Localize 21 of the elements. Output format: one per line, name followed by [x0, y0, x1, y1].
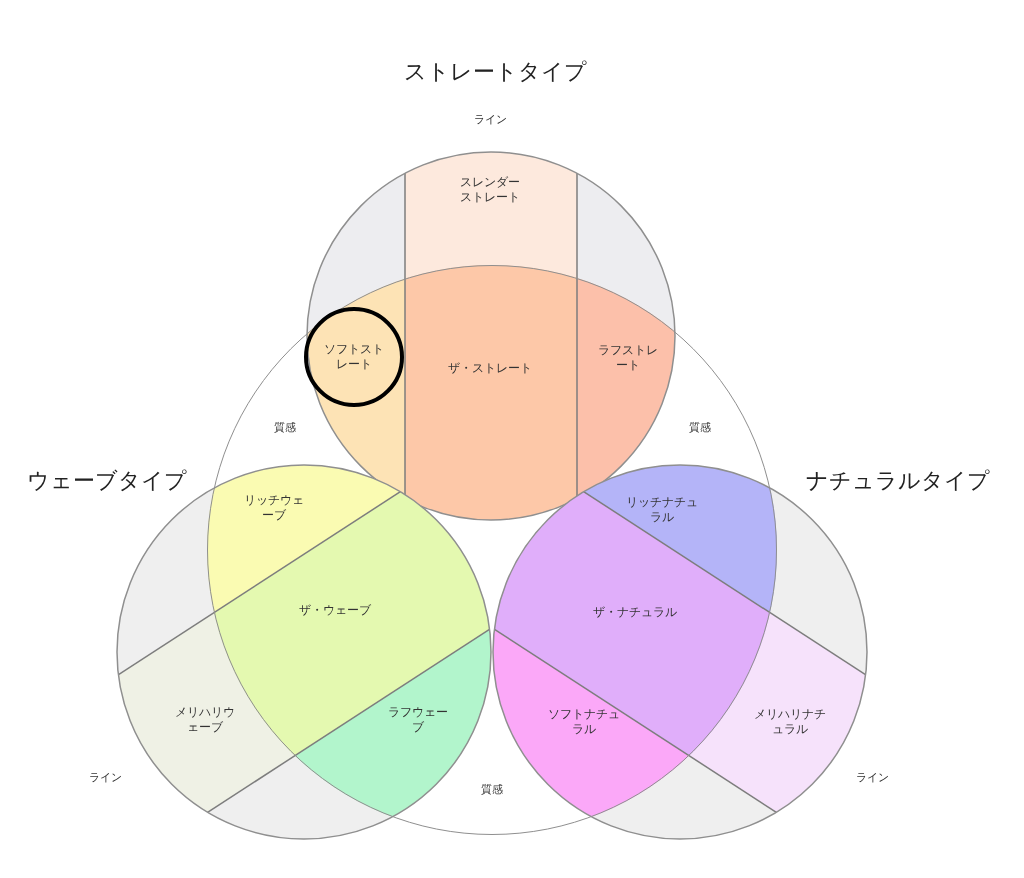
- cell-label: ソフトナチュラル: [543, 706, 624, 737]
- cell-label: ラフウェーブ: [386, 704, 449, 735]
- axis-label: ライン: [88, 769, 122, 786]
- axis-label: 質感: [689, 419, 711, 436]
- cell-label: ソフトストレート: [322, 341, 385, 372]
- cell-label: ザ・ストレート: [429, 360, 550, 375]
- cell-label: リッチナチュラル: [621, 494, 702, 525]
- cell-label: スレンダーストレート: [455, 175, 525, 205]
- axis-label: ライン: [473, 111, 507, 128]
- cell-label: メリハリウェーブ: [174, 705, 236, 735]
- axis-label: 質感: [274, 419, 296, 436]
- cell-label: ザ・ナチュラル: [574, 604, 695, 619]
- cell-label: ザ・ウェーブ: [279, 602, 390, 617]
- cell-label: リッチウェーブ: [242, 492, 305, 523]
- type-heading: ストレートタイプ: [403, 58, 587, 86]
- type-heading: ナチュラルタイプ: [806, 467, 990, 495]
- cell-label: ラフストレート: [596, 342, 659, 373]
- cell-label: メリハリナチュラル: [750, 707, 830, 737]
- type-heading: ウェーブタイプ: [27, 467, 187, 495]
- axis-label: ライン: [855, 769, 889, 786]
- axis-label: 質感: [481, 781, 503, 798]
